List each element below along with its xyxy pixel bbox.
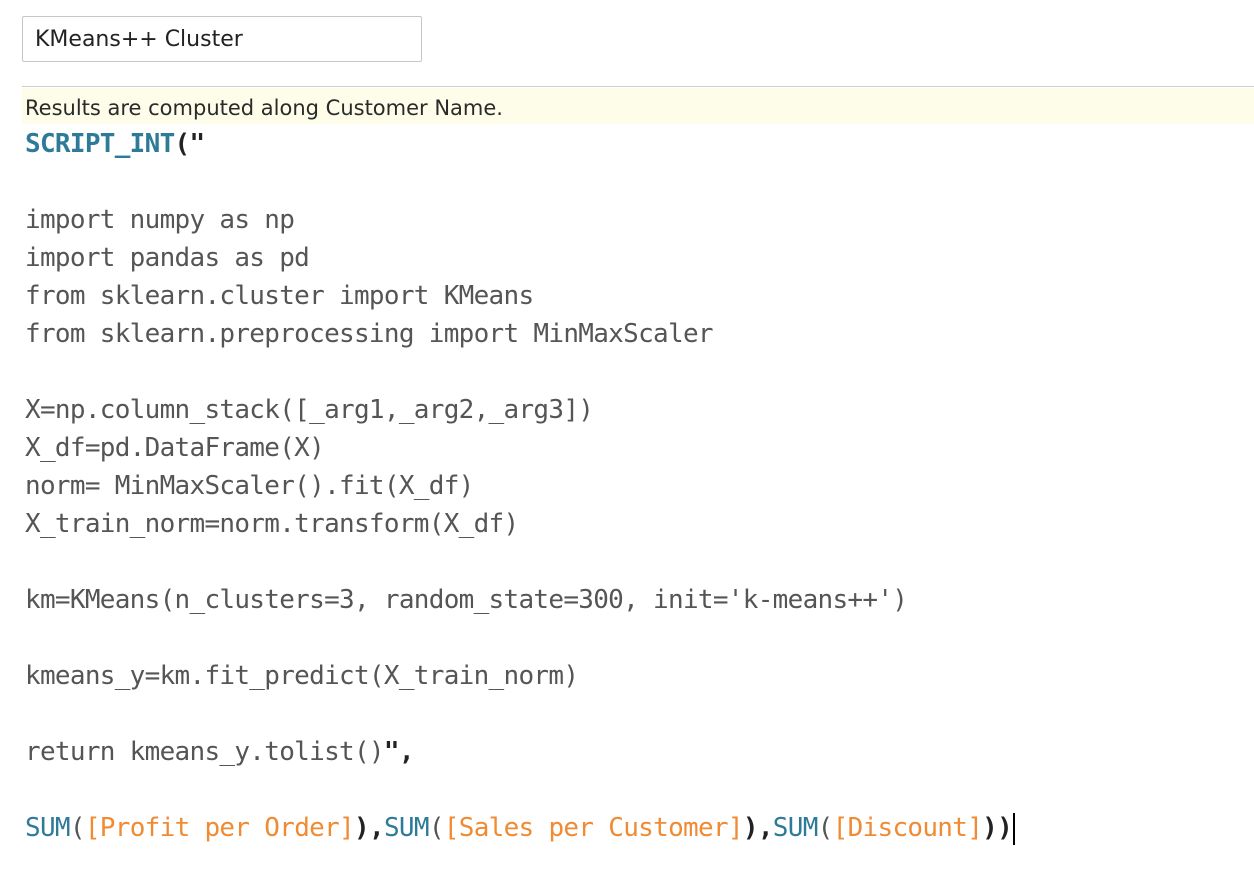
code-line: from sklearn.preprocessing import MinMax…	[25, 319, 714, 349]
sum-function: SUM	[25, 813, 71, 843]
info-message: Results are computed along Customer Name…	[25, 96, 503, 120]
code-line	[25, 695, 1250, 733]
code-line	[25, 619, 1250, 657]
calculation-editor[interactable]: SCRIPT_INT(" import numpy as np import p…	[25, 125, 1250, 865]
code-line	[25, 163, 1250, 201]
code-line: from sklearn.cluster import KMeans	[25, 281, 534, 311]
field-sales-per-customer: [Sales per Customer]	[443, 813, 744, 843]
code-line: X_df=pd.DataFrame(X)	[25, 433, 325, 463]
code-line: import numpy as np	[25, 205, 295, 235]
code-line: X=np.column_stack([_arg1,_arg2,_arg3])	[25, 395, 594, 425]
code-line: kmeans_y=km.fit_predict(X_train_norm)	[25, 661, 579, 691]
text-cursor	[1013, 812, 1016, 845]
field-discount: [Discount]	[832, 813, 983, 843]
sum-function: SUM	[772, 813, 819, 843]
open-paren: (	[69, 813, 86, 843]
code-line: SCRIPT_INT("	[25, 125, 1250, 163]
open-quote: "	[189, 129, 206, 159]
script-function: SCRIPT_INT	[25, 129, 175, 159]
return-statement: return kmeans_y.tolist()	[25, 737, 385, 767]
code-line	[25, 771, 1250, 809]
open-paren: (	[174, 129, 191, 159]
close-paren-comma: ),	[354, 813, 385, 843]
code-line: X_train_norm=norm.transform(X_df)	[25, 509, 519, 539]
open-paren: (	[428, 813, 445, 843]
close-parens: ))	[982, 813, 1013, 843]
calculation-name-input[interactable]	[22, 16, 422, 62]
code-line: return kmeans_y.tolist()",	[25, 733, 1250, 771]
open-paren: (	[817, 813, 834, 843]
code-line	[25, 353, 1250, 391]
code-line	[25, 543, 1250, 581]
sum-function: SUM	[383, 813, 430, 843]
code-line: import pandas as pd	[25, 243, 310, 273]
info-message-bar: Results are computed along Customer Name…	[22, 88, 1254, 124]
code-line: km=KMeans(n_clusters=3, random_state=300…	[25, 585, 908, 615]
closing-quote-comma: ",	[383, 737, 415, 767]
field-profit-per-order: [Profit per Order]	[84, 813, 355, 843]
code-line: norm= MinMaxScaler().fit(X_df)	[25, 471, 474, 501]
code-line-arguments: SUM([Profit per Order]),SUM([Sales per C…	[25, 809, 1250, 847]
close-paren-comma: ),	[742, 813, 774, 843]
header-divider	[22, 86, 1254, 87]
